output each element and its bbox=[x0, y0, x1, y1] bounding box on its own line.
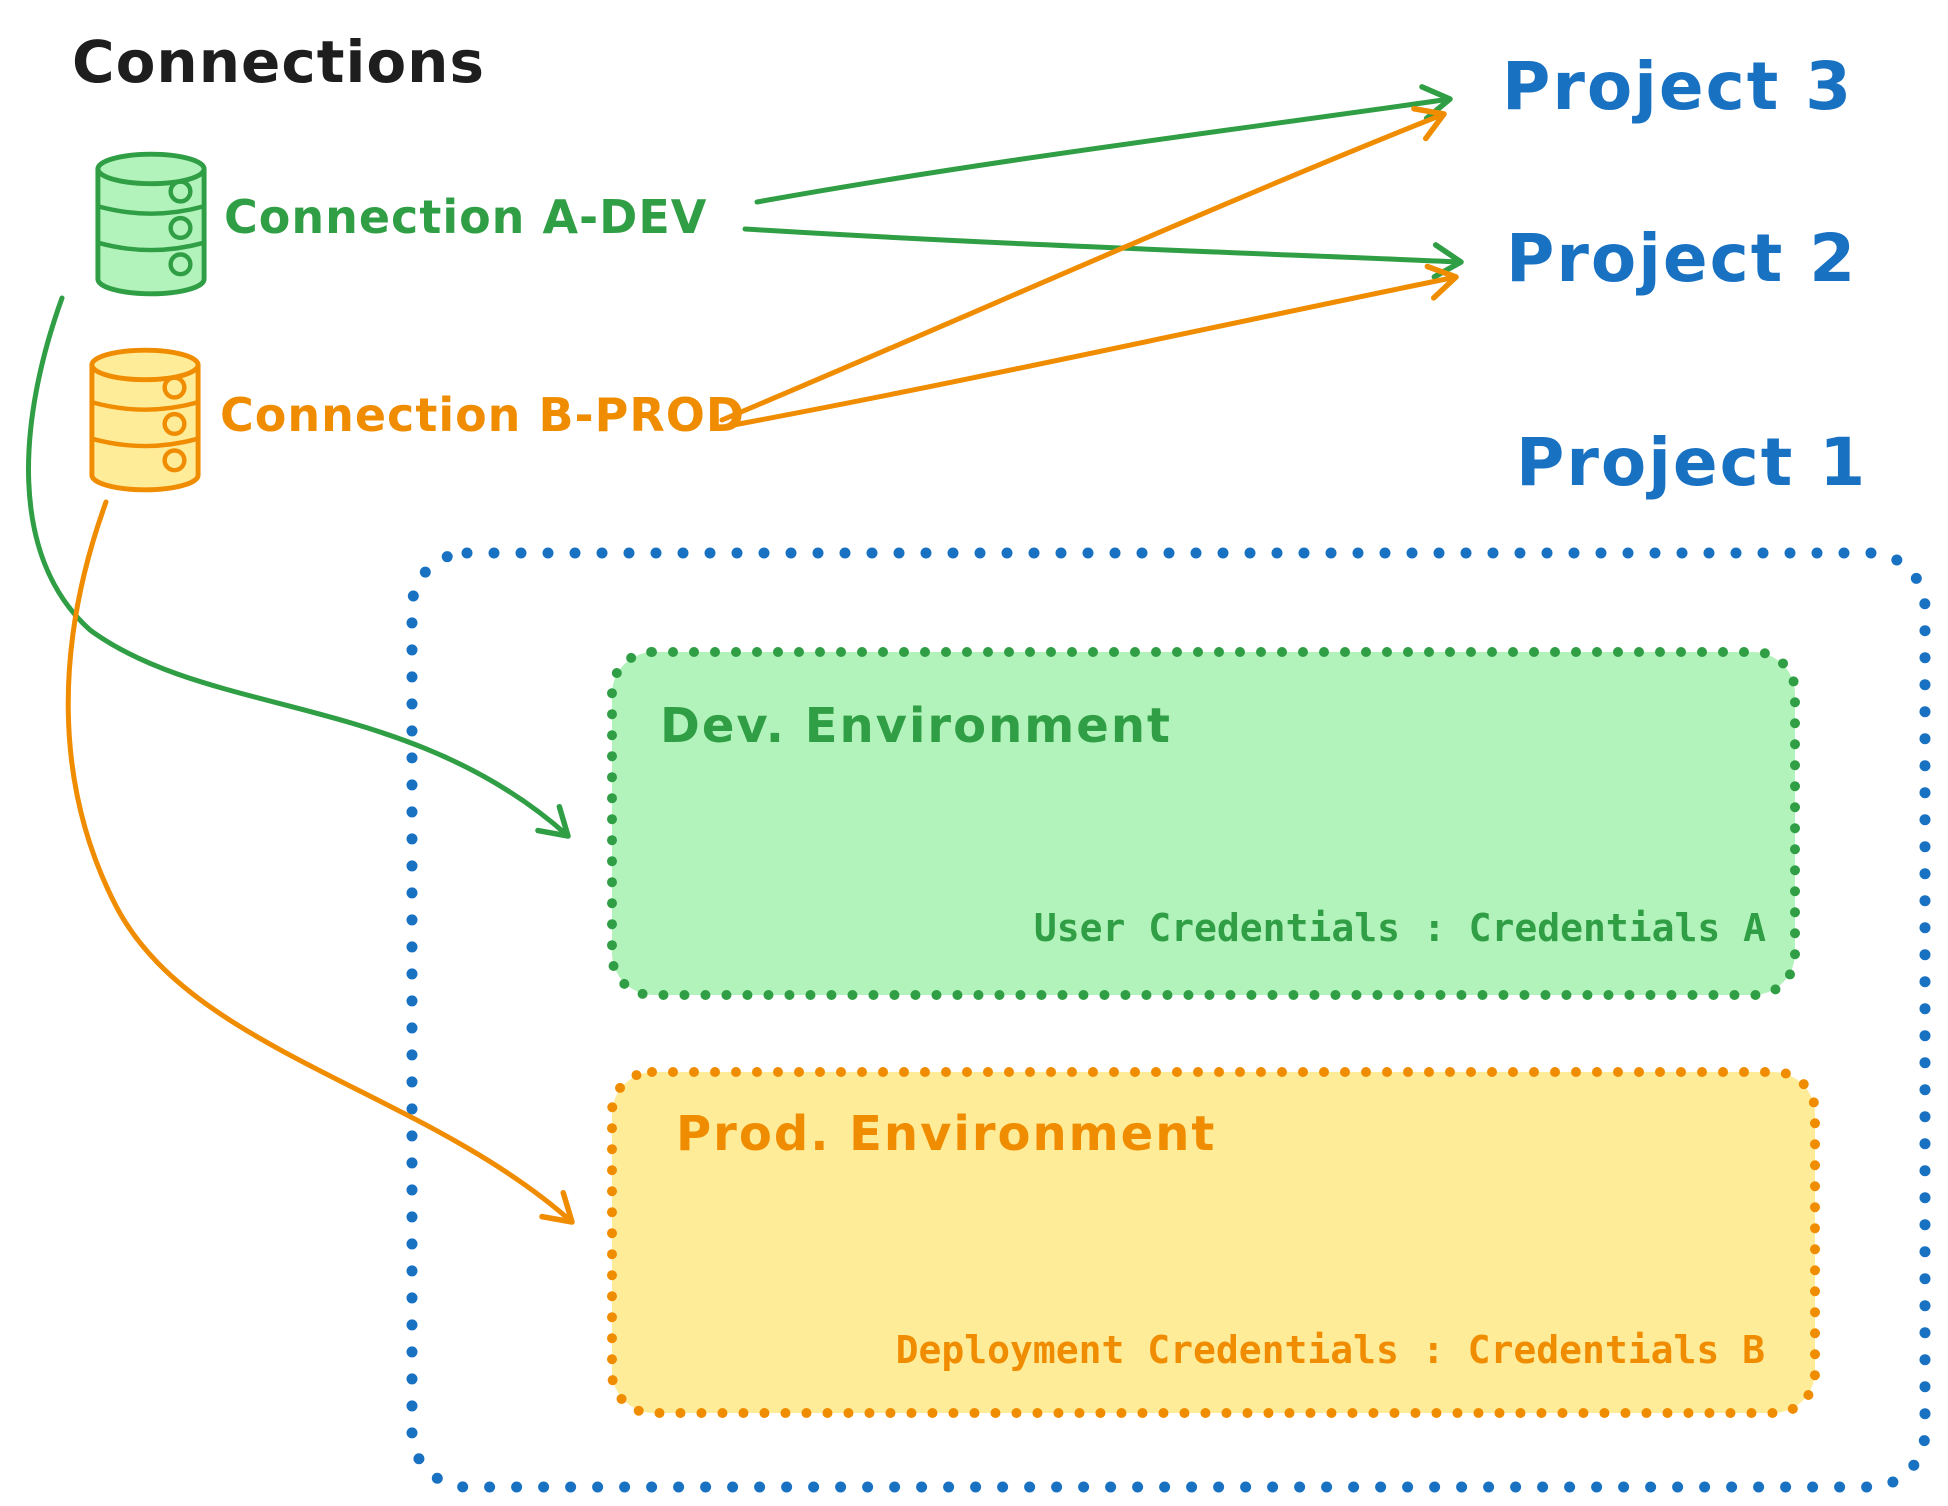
connection-a-dev-label: Connection A-DEV bbox=[224, 190, 708, 244]
dev-environment-label: Dev. Environment bbox=[660, 698, 1172, 754]
dev-credentials-text: User Credentials : Credentials A bbox=[1033, 906, 1766, 950]
database-icon bbox=[95, 151, 207, 297]
database-icon bbox=[89, 347, 201, 493]
connection-b-prod-label: Connection B-PROD bbox=[220, 388, 746, 442]
prod-environment-label: Prod. Environment bbox=[676, 1106, 1217, 1162]
project-3-label: Project 3 bbox=[1502, 48, 1854, 125]
diagram-title: Connections bbox=[72, 28, 485, 96]
prod-credentials-text: Deployment Credentials : Credentials B bbox=[895, 1328, 1765, 1372]
arrow-a-dev-to-project-2 bbox=[742, 226, 1464, 280]
project-1-label: Project 1 bbox=[1516, 424, 1868, 501]
project-2-label: Project 2 bbox=[1506, 220, 1858, 297]
arrow-a-dev-to-project-3 bbox=[754, 84, 1453, 205]
arrow-b-prod-to-project-2 bbox=[725, 263, 1459, 429]
arrow-b-prod-to-project-3 bbox=[719, 105, 1447, 423]
